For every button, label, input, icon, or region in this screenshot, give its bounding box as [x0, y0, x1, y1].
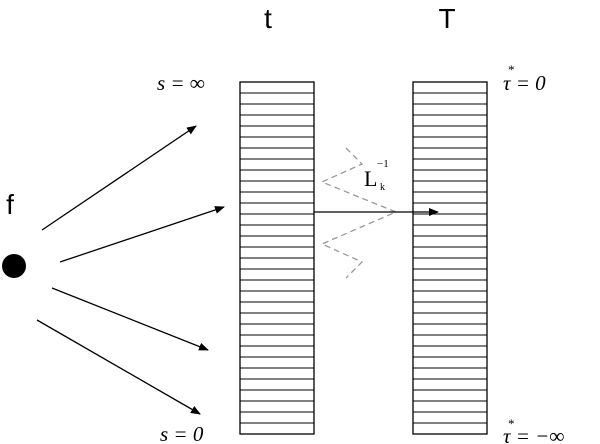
fan-arrow-3 [51, 287, 209, 351]
T-column-divisions [413, 92, 487, 424]
right-top-label: τ = 0 [503, 71, 546, 95]
source-label: f [6, 189, 14, 220]
column-right-heading: T [438, 3, 455, 34]
operator-subscript: k [380, 182, 385, 193]
operator-lens [320, 147, 398, 279]
right-bottom-label: τ = −∞ [503, 424, 564, 444]
tau-star-top: * [508, 62, 515, 77]
left-bottom-label: s = 0 [160, 422, 204, 444]
t-column-divisions [240, 92, 314, 424]
tau-star-bottom: * [508, 416, 515, 431]
left-top-label: s = ∞ [157, 71, 205, 95]
fan-arrow-2 [59, 206, 225, 263]
fan-arrow-4 [36, 319, 201, 415]
operator-superscript: −1 [377, 158, 389, 170]
column-left-heading: t [264, 3, 272, 34]
source-point [2, 254, 26, 278]
fan-arrow-1 [41, 125, 197, 231]
operator-label: L [364, 166, 377, 191]
